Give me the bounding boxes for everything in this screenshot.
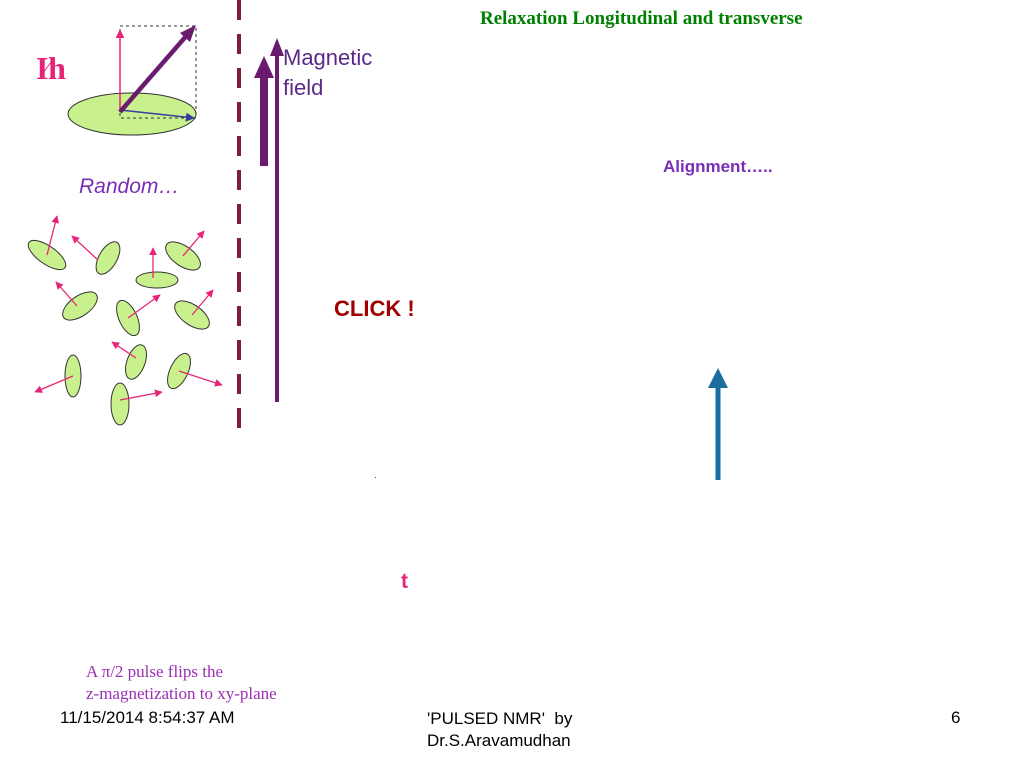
spin: [110, 382, 163, 426]
i-over-h-label: I⁄h: [36, 50, 66, 87]
random-label: Random…: [79, 175, 180, 198]
caption-prefix: A: [86, 662, 102, 681]
spin: [71, 235, 121, 275]
caption-suffix: /2 pulse flips the: [110, 662, 224, 681]
spin: [111, 341, 147, 380]
spin: [165, 230, 205, 271]
spin: [116, 294, 161, 337]
spin: [135, 247, 179, 289]
slide-title: Relaxation Longitudinal and transverse: [480, 8, 803, 29]
spin: [174, 289, 214, 330]
h-letter: h: [48, 50, 66, 86]
spin: [34, 354, 82, 398]
spin: [167, 352, 223, 390]
xy-component-arrow: [119, 109, 195, 122]
slash-mark: ⁄: [46, 53, 51, 78]
magnetic-field-label: Magnetic field: [283, 43, 372, 103]
footer-title-line2: Dr.S.Aravamudhan: [427, 731, 571, 750]
alignment-label: Alignment…..: [663, 157, 773, 176]
footer-date: 11/15/2014 8:54:37 AM: [60, 708, 235, 727]
footer-title-line1: 'PULSED NMR' by: [427, 709, 573, 728]
caption-line1: A π/2 pulse flips the: [86, 661, 277, 683]
magnetization-vector-head: [180, 25, 196, 42]
precession-diagram: [67, 25, 197, 136]
footer-title: 'PULSED NMR' by Dr.S.Aravamudhan: [427, 708, 572, 752]
caption-pi: π: [101, 662, 111, 681]
caption-line2: z-magnetization to xy-plane: [86, 684, 277, 703]
footer-page-number: 6: [951, 708, 961, 727]
magnetic-field-line2: field: [283, 75, 324, 100]
alignment-arrow: [708, 368, 728, 480]
spin: [55, 281, 98, 321]
magnetic-field-line1: Magnetic: [283, 45, 373, 70]
i-letter: I: [36, 50, 49, 86]
magnetic-field-arrows: [254, 38, 284, 402]
pulse-caption: A π/2 pulse flips the z-magnetization to…: [86, 661, 277, 705]
random-spins: [27, 215, 223, 426]
magnetization-vector-arrow: [118, 32, 190, 114]
time-label: t: [401, 570, 408, 593]
click-label[interactable]: CLICK !: [334, 296, 415, 321]
spin: [27, 215, 67, 271]
stray-dot: .: [374, 470, 377, 481]
